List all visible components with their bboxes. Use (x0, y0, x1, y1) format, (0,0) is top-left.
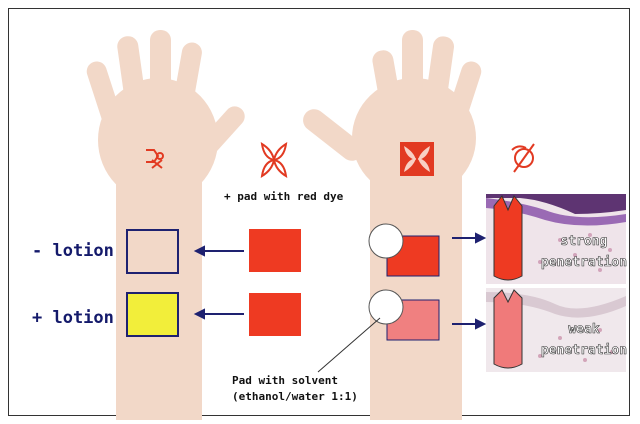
pad-solvent-label-line2: (ethanol/water 1:1) (232, 390, 358, 403)
arrow-pad-to-skin-1 (196, 247, 244, 255)
no-lotion-area (127, 230, 178, 273)
solvent-pad-circle-2 (369, 290, 403, 324)
filled-flower-icon (400, 142, 434, 176)
dye-pad-2 (249, 293, 301, 336)
weak-penetration-panel: weak penetration (486, 288, 627, 372)
strong-label-line1: strong (561, 234, 608, 249)
plus-lotion-label: + lotion (32, 308, 114, 328)
left-hand (84, 30, 249, 420)
strong-label-line2: penetration (541, 255, 627, 270)
left-finger-3 (150, 30, 171, 126)
minus-lotion-label: - lotion (32, 241, 114, 261)
pad-red-dye-label: + pad with red dye (224, 190, 344, 203)
no-sign-icon (512, 144, 534, 172)
dye-pad-1 (249, 229, 301, 272)
lotion-area (127, 293, 178, 336)
arrow-pad-to-skin-2 (196, 310, 244, 318)
strong-penetration-panel: strong penetration (486, 194, 627, 284)
weak-label-line1: weak (568, 322, 599, 337)
cross-flower-icon (262, 144, 286, 176)
pad-solvent-label-line1: Pad with solvent (232, 374, 338, 387)
weak-label-line2: penetration (541, 343, 627, 358)
solvent-pad-circle-1 (369, 224, 403, 258)
right-finger-2 (402, 30, 423, 126)
